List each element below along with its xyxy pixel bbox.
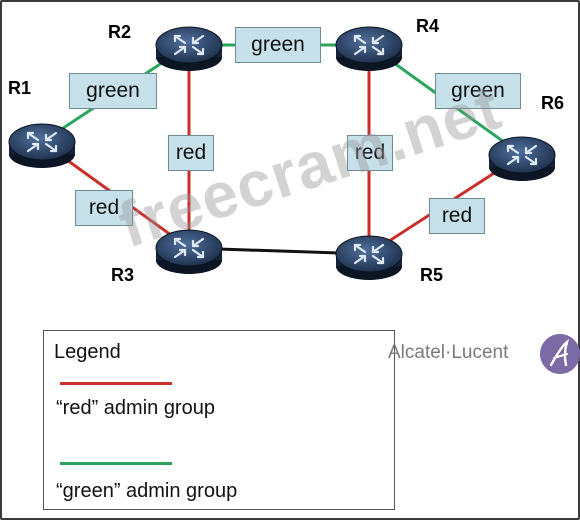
router-label-r1: R1 [8, 78, 32, 98]
router-r2-icon [155, 26, 223, 71]
router-r5-icon [335, 235, 403, 280]
link-label-r5-r6: red [429, 198, 485, 234]
link-label-r1-r3: red [75, 190, 133, 226]
router-r6-icon [488, 136, 556, 181]
link-label-r2-r3: red [168, 135, 214, 171]
legend-label-red: “red” admin group [56, 397, 215, 419]
router-label-r6: R6 [541, 93, 565, 113]
router-r3-icon [155, 229, 223, 274]
legend-swatch-red [60, 382, 172, 385]
router-label-r4: R4 [416, 16, 440, 36]
router-label-r3: R3 [111, 265, 135, 285]
legend-box: Legend “red” admin group “green” admin g… [43, 330, 395, 510]
legend-title: Legend [54, 341, 121, 363]
legend-swatch-green [60, 462, 172, 465]
brand-name: Alcatel·Lucent [388, 342, 509, 363]
legend-label-green: “green” admin group [56, 480, 238, 502]
router-r1-icon [8, 123, 76, 168]
alcatel-lucent-logo-icon [540, 334, 580, 374]
link-label-r4-r6: green [435, 73, 521, 109]
router-r4-icon [335, 26, 403, 71]
link-label-r1-r2: green [69, 73, 157, 109]
router-label-r5: R5 [420, 265, 444, 285]
link-label-r2-r4: green [235, 27, 321, 63]
router-label-r2: R2 [108, 22, 132, 42]
link-label-r4-r5: red [347, 135, 393, 171]
